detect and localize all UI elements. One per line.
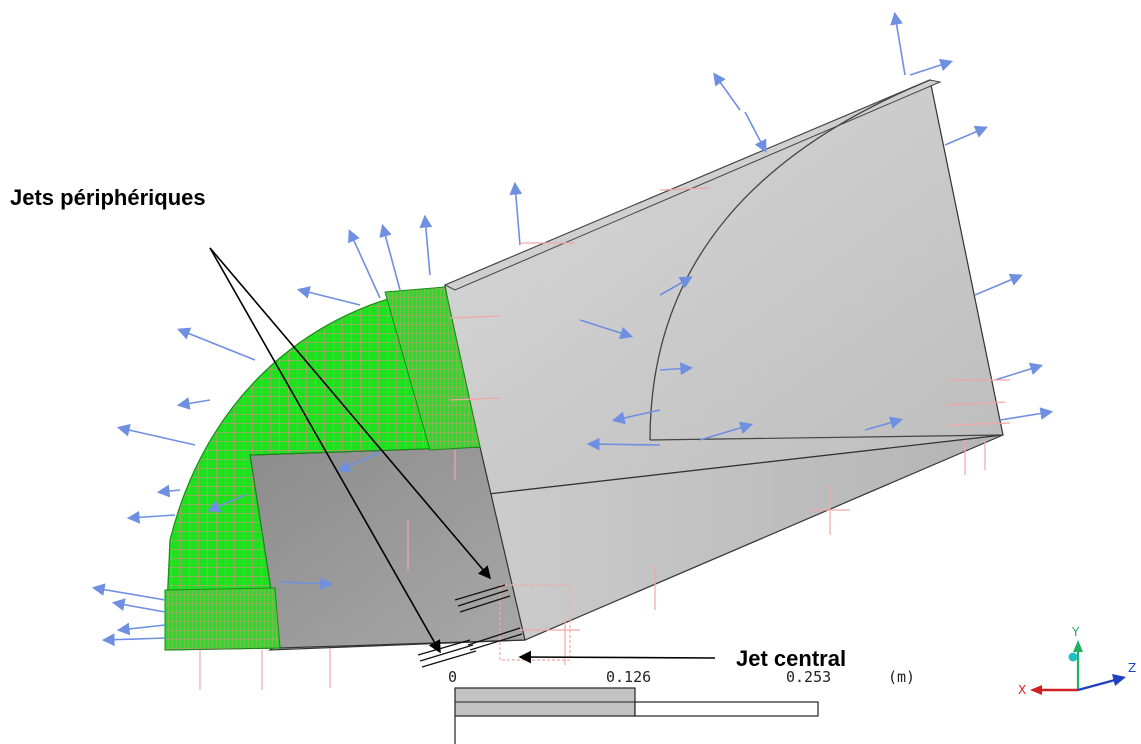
scale-tick-2: 0.253 bbox=[786, 668, 831, 686]
mesh-dense-bottom bbox=[164, 587, 281, 651]
central-jet-label: Jet central bbox=[736, 646, 847, 671]
normal-arrows bbox=[91, 11, 1054, 647]
inner-face bbox=[249, 446, 526, 649]
jet-nozzles bbox=[417, 584, 523, 668]
mesh-dense-band bbox=[384, 286, 481, 451]
scale-bar: 0 0.126 0.253 (m) bbox=[448, 668, 915, 744]
domain-body bbox=[249, 79, 1004, 651]
axis-z-label: Z bbox=[1128, 661, 1136, 675]
annotation-leaders bbox=[209, 247, 716, 664]
axis-x-label: X bbox=[1018, 683, 1026, 697]
inlet-mesh bbox=[164, 286, 481, 651]
scale-tick-0: 0 bbox=[448, 668, 457, 686]
leader-peri-lower bbox=[209, 247, 441, 654]
axis-y-label: Y bbox=[1071, 625, 1080, 639]
body-top-strip bbox=[443, 79, 942, 291]
scale-unit: (m) bbox=[888, 668, 915, 686]
leader-peri-upper bbox=[209, 247, 492, 580]
quarter-arc-outlet bbox=[649, 79, 931, 441]
axis-triad: X Y Z bbox=[1018, 625, 1136, 697]
outlet-edge bbox=[649, 434, 1004, 441]
peripheral-jets-label: Jets périphériques bbox=[10, 185, 206, 210]
mesh-quarter bbox=[164, 286, 481, 651]
scale-tick-1: 0.126 bbox=[606, 668, 651, 686]
leader-central bbox=[518, 650, 716, 664]
